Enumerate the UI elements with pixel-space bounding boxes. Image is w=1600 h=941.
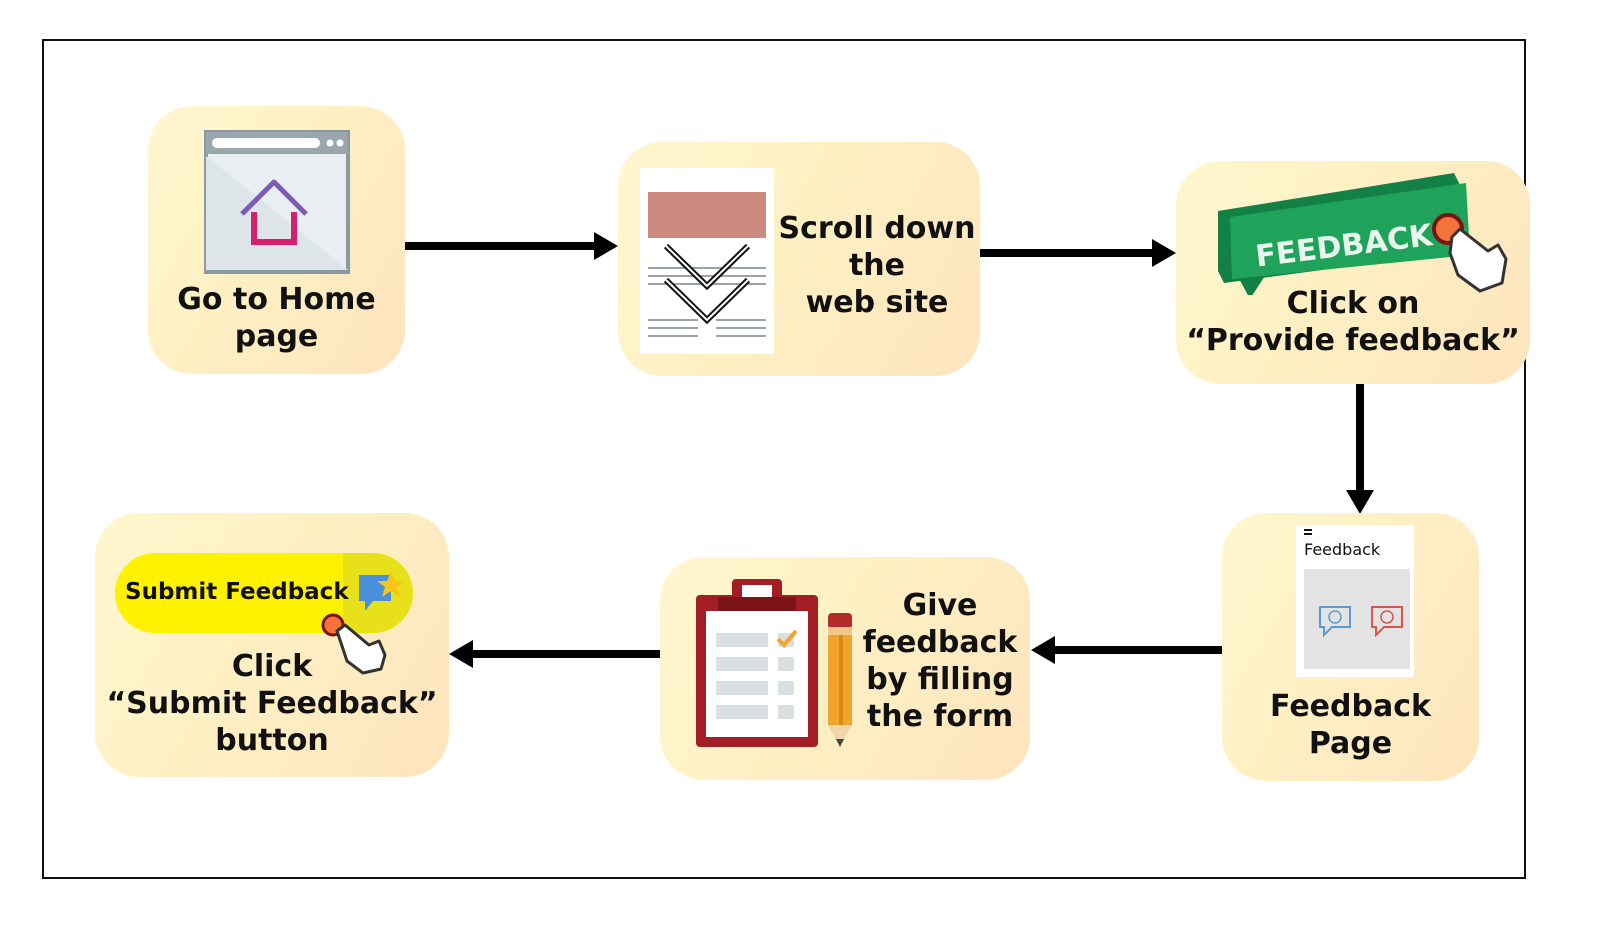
- step-label: Feedback Page: [1270, 689, 1431, 761]
- smile-chat-icon: [1319, 606, 1351, 637]
- clipboard-pencil-icon: [696, 579, 852, 747]
- step-feedback-page: Feedback Feedback Page: [1222, 513, 1479, 781]
- submit-feedback-button-text: Submit Feedback: [125, 579, 349, 605]
- step-label: Click “Submit Feedback” button: [106, 649, 438, 758]
- browser-home-icon: [204, 130, 350, 274]
- chat-star-icon: [359, 571, 405, 611]
- arrow-feedback-page-to-form: [1031, 636, 1222, 664]
- diagram-frame: [42, 39, 1526, 879]
- hand-pointer-icon: [321, 613, 387, 675]
- feedback-page-thumbnail: Feedback: [1296, 525, 1414, 677]
- arrow-scroll-to-click: [975, 239, 1176, 267]
- submit-feedback-button-illustration: Submit Feedback: [115, 553, 413, 633]
- arrow-home-to-scroll: [405, 232, 618, 260]
- menu-icon: [1304, 529, 1312, 535]
- arrow-form-to-submit: [449, 640, 660, 668]
- feedback-page-title: Feedback: [1304, 540, 1381, 559]
- step-go-to-home: Go to Home page: [148, 106, 405, 374]
- step-label: Scroll down the web site: [778, 211, 976, 320]
- step-scroll-down: Scroll down the web site: [618, 142, 980, 376]
- step-fill-form: Give feedback by filling the form: [660, 557, 1030, 780]
- step-label: Go to Home page: [177, 282, 376, 354]
- step-label: Click on “Provide feedback”: [1186, 286, 1520, 358]
- step-submit-feedback: Submit Feedback Click “Submit Feedback” …: [95, 513, 449, 777]
- arrow-click-to-feedback-page: [1346, 384, 1374, 514]
- feedback-page-body: [1304, 569, 1410, 669]
- step-click-provide-feedback: FEEDBACK Click on “Provide feedback”: [1176, 161, 1530, 384]
- step-label: Give feedback by filling the form: [862, 588, 1018, 734]
- sad-chat-icon: [1371, 606, 1403, 637]
- feedback-button-hand-icon: FEEDBACK: [1218, 173, 1508, 295]
- scroll-down-page-icon: [640, 168, 774, 354]
